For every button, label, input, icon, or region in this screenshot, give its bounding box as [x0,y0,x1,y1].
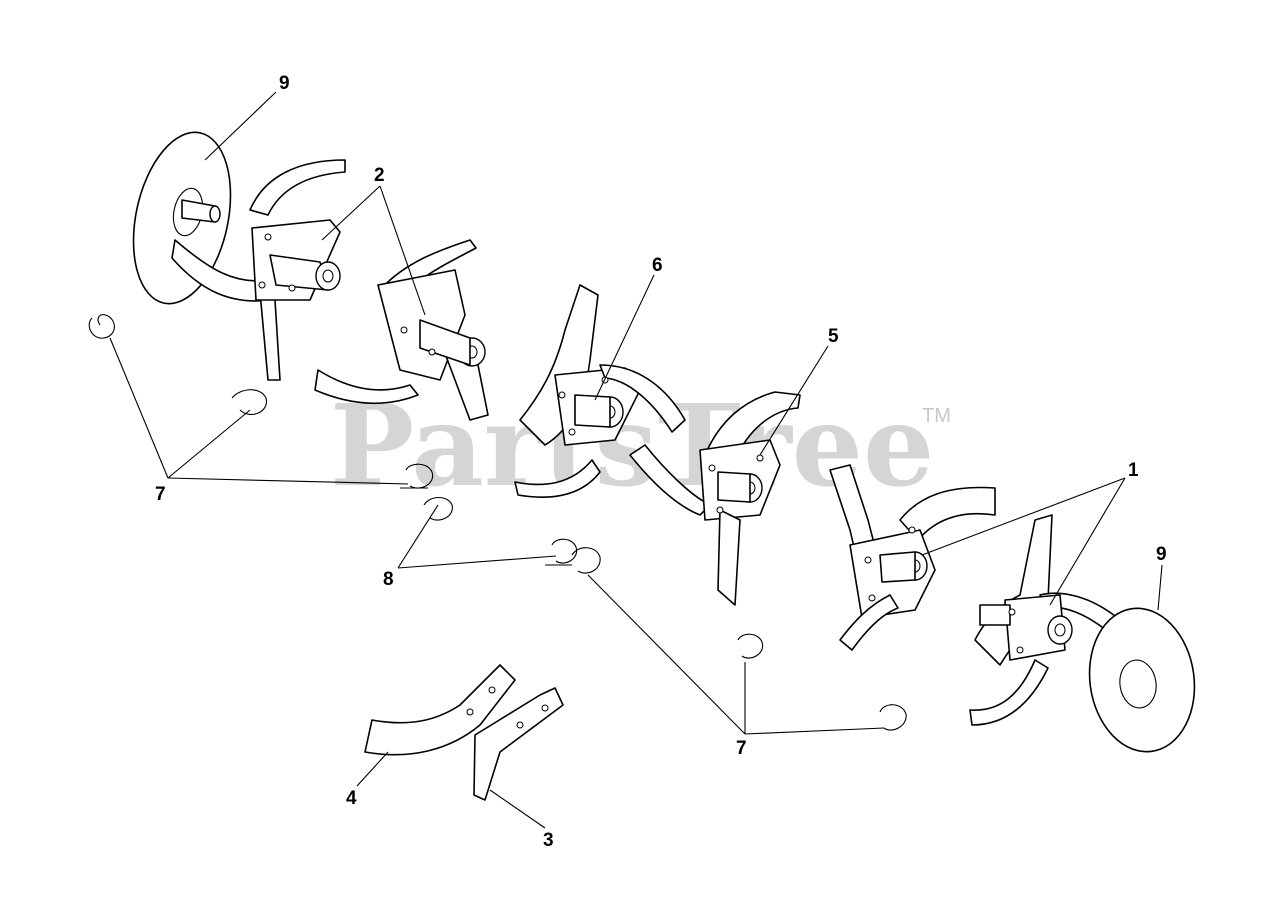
callout-5: 5 [828,326,839,347]
callout-2: 2 [374,165,385,186]
part-9-left-disc [132,131,232,305]
part-2-left-tine-assembly [171,159,489,421]
callout-7-right: 7 [736,738,747,759]
callout-3: 3 [543,830,554,851]
callout-6: 6 [652,255,663,276]
callout-labels: 9 2 6 5 1 9 7 8 7 4 3 [155,73,1167,851]
callout-9-right: 9 [1156,544,1167,565]
leader-lines [109,91,1163,829]
part-1-right-tine-assembly [829,464,1121,726]
part-6-center-tine [514,284,686,498]
callout-9-left: 9 [279,73,290,94]
callout-8: 8 [383,569,394,590]
callout-7-left: 7 [155,484,166,505]
part-8-hardware [423,496,601,574]
part-7-clips [88,314,907,731]
watermark-trademark: TM [922,405,951,427]
part-3-tine [473,687,564,801]
part-5-center-right-tine [629,391,801,606]
callout-1: 1 [1128,460,1139,481]
part-4-tine [364,664,516,756]
part-9-right-disc [1088,607,1196,753]
callout-4: 4 [346,788,357,809]
